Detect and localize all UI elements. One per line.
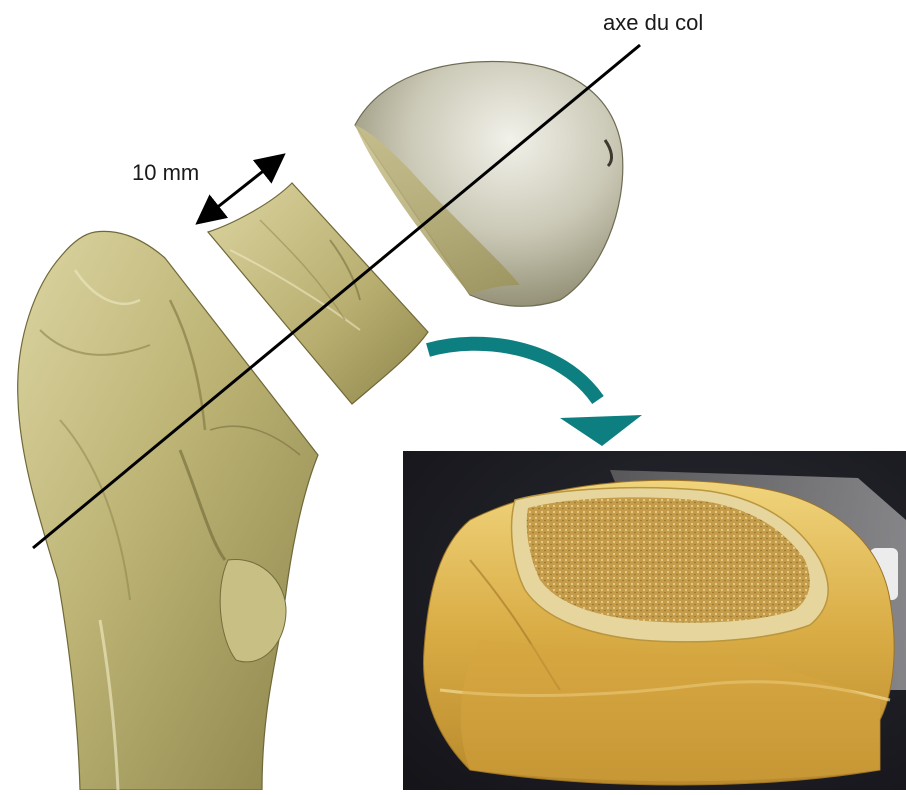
thickness-label: 10 mm (132, 160, 199, 185)
neck-axis-label: axe du col (603, 10, 703, 35)
femoral-head (355, 62, 623, 307)
femur-proximal (18, 231, 318, 790)
section-photograph (403, 451, 906, 790)
curved-arrow-icon (428, 344, 642, 446)
